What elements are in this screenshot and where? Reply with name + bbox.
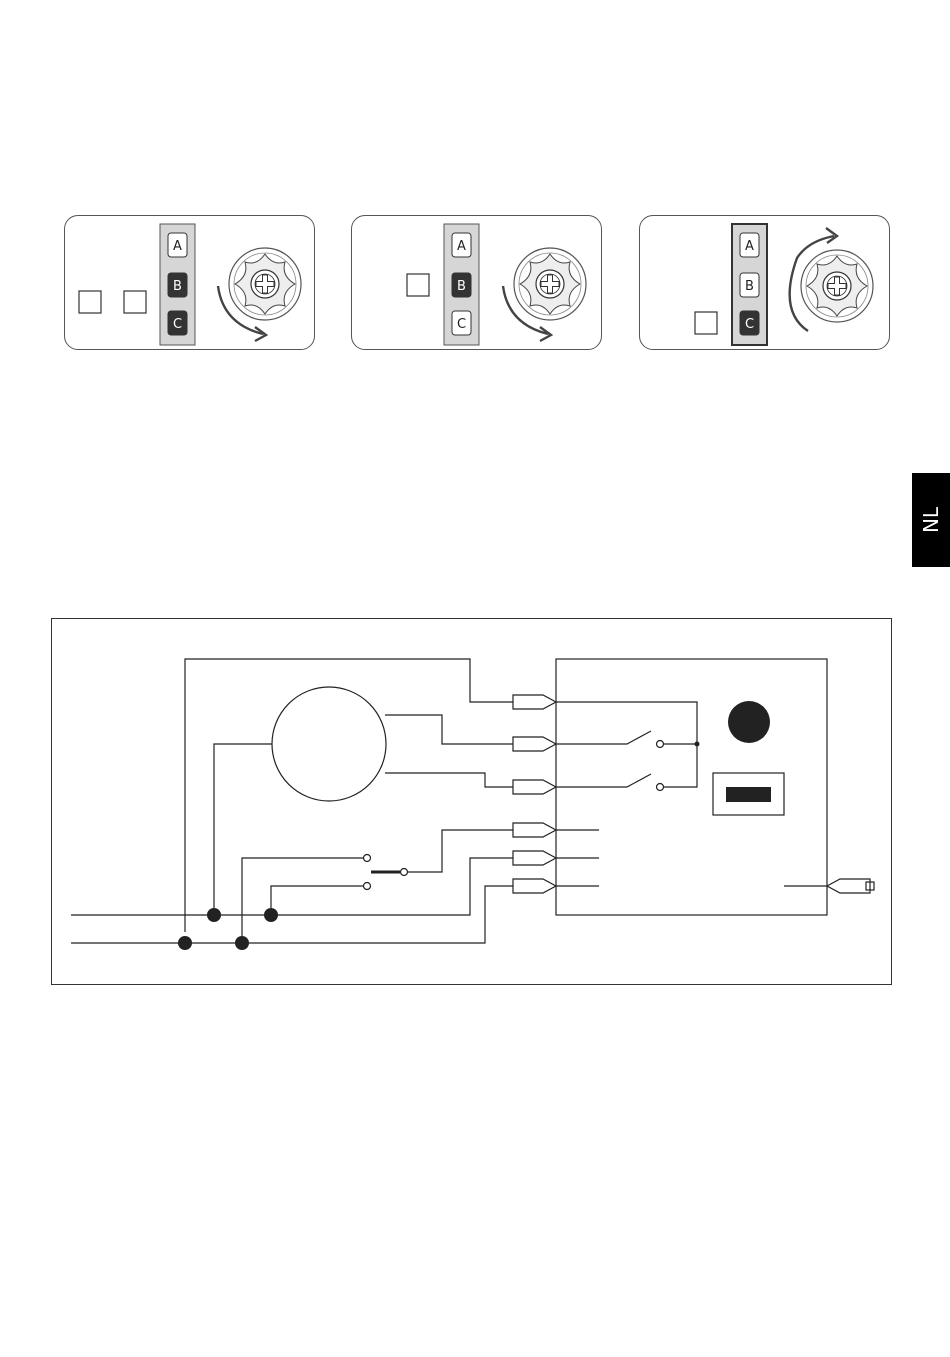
slot-b: B: [168, 273, 187, 297]
panel-3-graphic: A B C: [640, 216, 891, 351]
wire-switch-a: [242, 858, 364, 943]
terminal-connector: [513, 879, 556, 893]
wire-top-loop: [185, 659, 513, 932]
internal-switch-2: [556, 774, 651, 787]
empty-box-icon: [695, 312, 717, 334]
wire-motor-in: [214, 744, 272, 915]
slot-a-label: A: [457, 239, 466, 254]
empty-box-icon: [79, 291, 101, 313]
indicator-led: [728, 701, 770, 743]
selector-panel-2: A B C: [351, 215, 602, 350]
wiring-diagram: [51, 618, 892, 985]
internal-line-3: [663, 744, 697, 787]
slot-c-label: C: [173, 317, 182, 332]
internal-switch-1: [556, 731, 651, 744]
slot-c: C: [740, 311, 759, 335]
terminal-connector: [513, 851, 556, 865]
terminal-connector: [513, 823, 556, 837]
switch-contact: [657, 784, 664, 791]
slot-a-label: A: [173, 239, 182, 254]
slot-b-label: B: [457, 279, 466, 294]
panel-2-graphic: A B C: [352, 216, 603, 351]
internal-line-1: [556, 702, 697, 744]
slot-c: C: [452, 311, 471, 335]
language-label: NL: [919, 507, 943, 533]
empty-box-icon: [407, 274, 429, 296]
rotary-knob-icon: [801, 250, 873, 322]
junction-dot: [695, 742, 700, 747]
terminal-connector: [513, 737, 556, 751]
junction-dot: [207, 908, 221, 922]
switch-contact: [364, 855, 371, 862]
plug-connector-icon: [827, 879, 870, 893]
selector-panel-3: A B C: [639, 215, 890, 350]
selector-panel-1: A B C: [64, 215, 315, 350]
switch-contact: [401, 869, 408, 876]
wire-motor-out-2: [385, 773, 513, 787]
slot-b-label: B: [173, 279, 182, 294]
junction-dot: [235, 936, 249, 950]
language-tab: NL: [912, 473, 950, 567]
switch-contact: [364, 883, 371, 890]
empty-box-icon: [124, 291, 146, 313]
junction-dot: [264, 908, 278, 922]
slot-a: A: [168, 233, 187, 257]
wire-switch-common: [406, 830, 513, 872]
rotary-knob-icon: [229, 248, 301, 320]
slot-a: A: [452, 233, 471, 257]
terminal-connector: [513, 780, 556, 794]
wire-switch-b: [271, 886, 364, 915]
slot-a-label: A: [745, 239, 754, 254]
switch-contact: [657, 741, 664, 748]
wire-motor-out-1: [385, 715, 513, 744]
slot-b: B: [452, 273, 471, 297]
slot-c: C: [168, 311, 187, 335]
slot-a: A: [740, 233, 759, 257]
terminal-connector: [513, 695, 556, 709]
slot-c-label: C: [745, 317, 754, 332]
panel-1-graphic: A B C: [65, 216, 316, 351]
slot-b: B: [740, 273, 759, 297]
slot-b-label: B: [745, 279, 754, 294]
wiring-diagram-frame: [51, 618, 892, 985]
junction-dot: [178, 936, 192, 950]
display-screen: [726, 787, 771, 802]
slot-c-label: C: [457, 317, 466, 332]
rotary-knob-icon: [514, 248, 586, 320]
motor-circle: [272, 687, 386, 801]
